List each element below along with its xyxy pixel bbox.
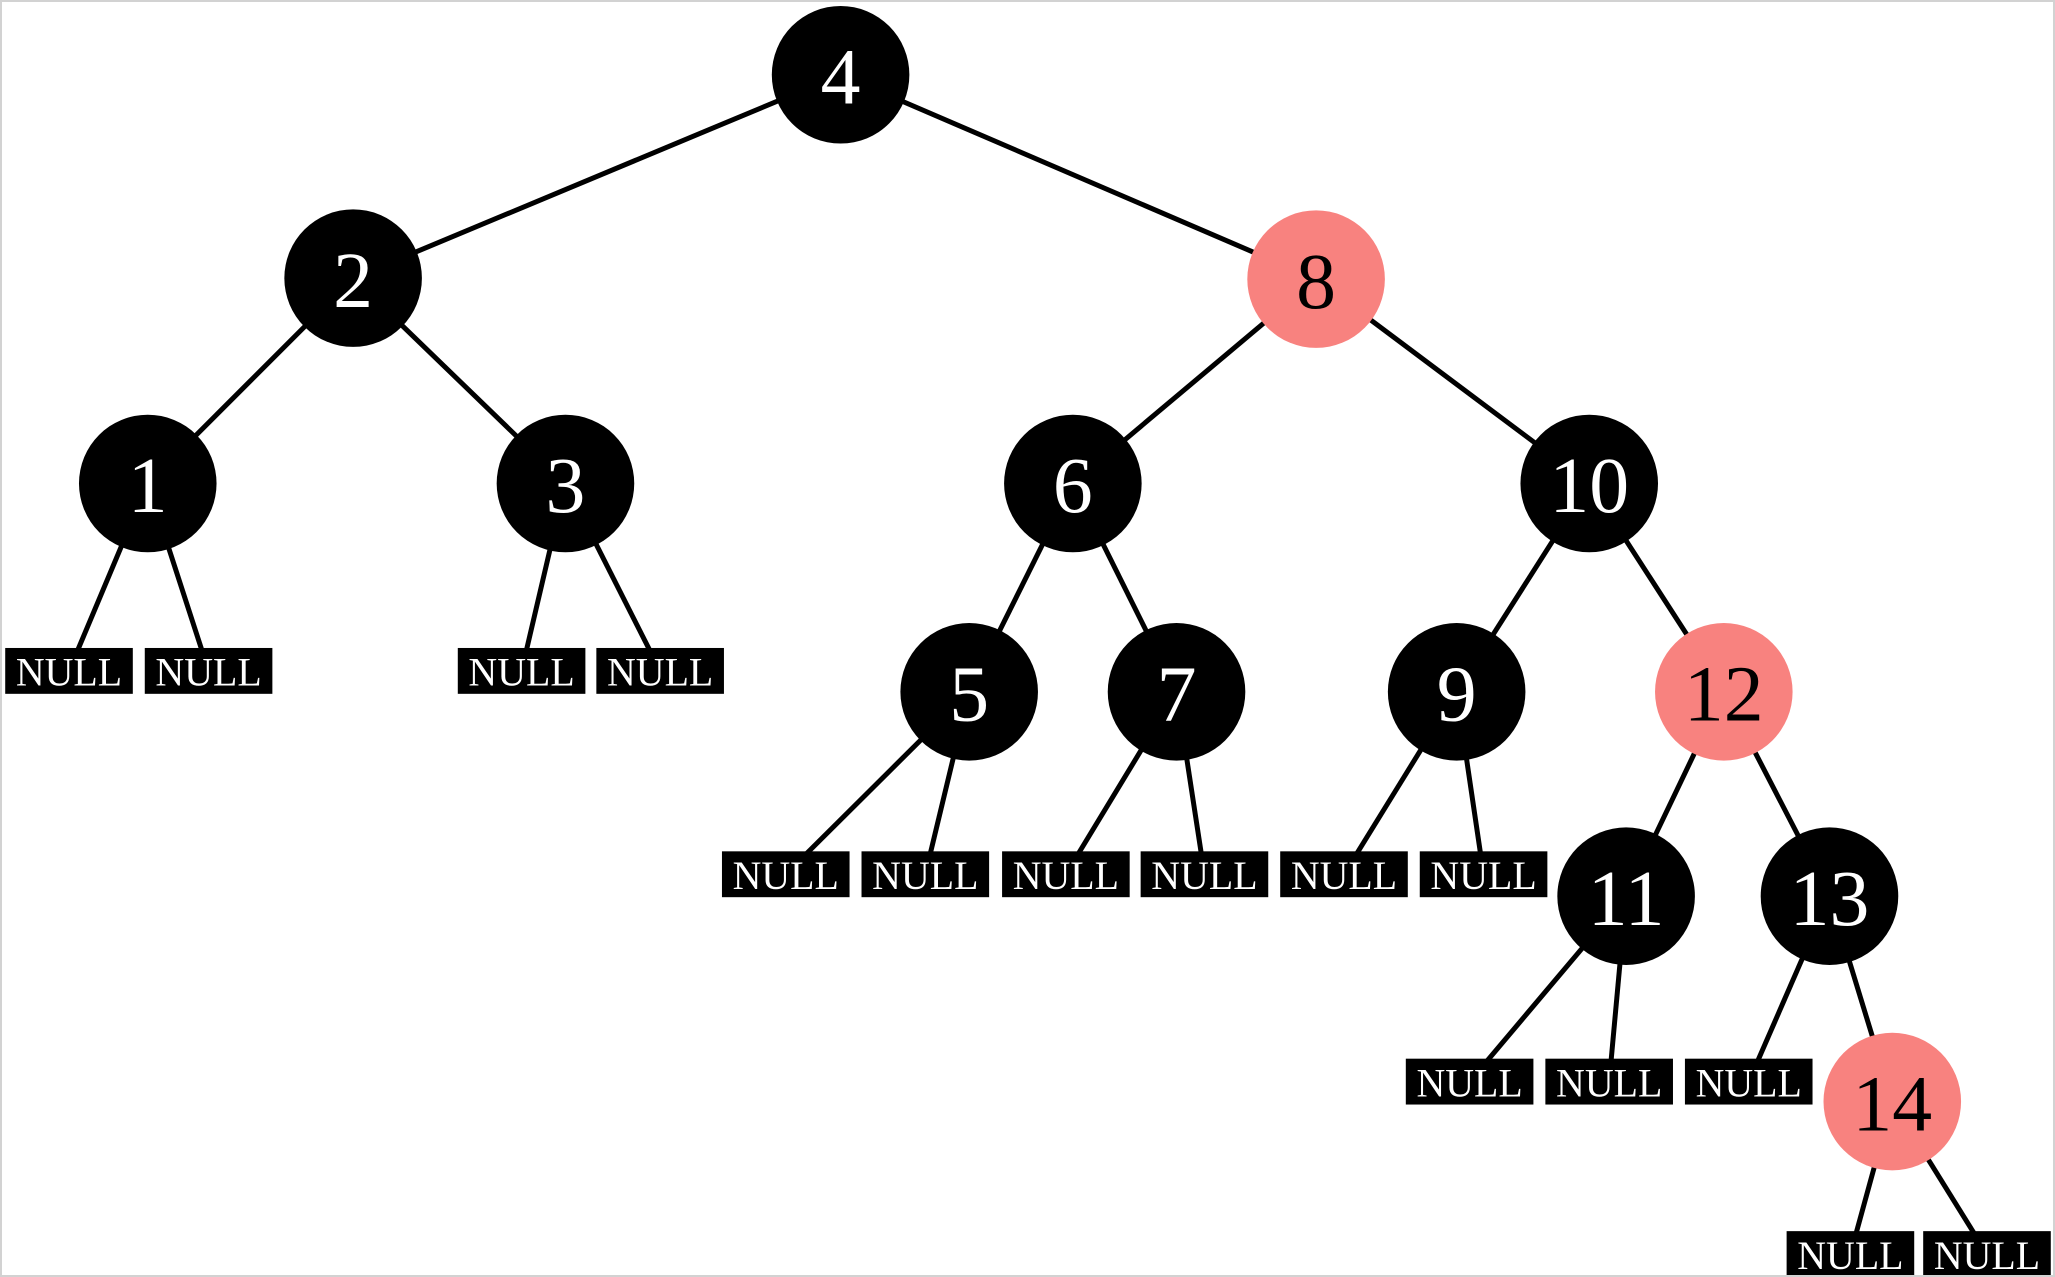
tree-node-1: 1 xyxy=(78,414,217,553)
node-label-2: 2 xyxy=(333,237,373,325)
null-leaf-label-nC3: NULL xyxy=(1696,1060,1802,1105)
tree-node-12: 12 xyxy=(1655,623,1793,761)
red-node-circle-12 xyxy=(1655,623,1793,761)
black-node-circle-7 xyxy=(1107,623,1246,761)
null-leaf-box-nB6 xyxy=(1419,851,1548,898)
black-node-circle-10 xyxy=(1520,414,1659,553)
null-leaf-label-nC2: NULL xyxy=(1556,1060,1662,1105)
null-leaf-box-nB5 xyxy=(1280,851,1408,898)
null-leaf-nD1: NULL xyxy=(1786,1231,1915,1275)
black-node-circle-6 xyxy=(1004,414,1142,553)
null-leaf-label-nB4: NULL xyxy=(1151,853,1257,898)
null-leaf-nC3: NULL xyxy=(1684,1058,1813,1105)
null-leaf-label-nA1: NULL xyxy=(16,650,122,695)
node-label-12: 12 xyxy=(1684,651,1764,739)
null-leaf-label-nB3: NULL xyxy=(1013,853,1119,898)
null-leaf-box-nC2 xyxy=(1545,1058,1673,1105)
null-leaf-label-nD2: NULL xyxy=(1934,1233,2040,1275)
tree-node-14: 14 xyxy=(1823,1032,1962,1171)
null-leaf-label-nB2: NULL xyxy=(872,853,978,898)
null-leaf-label-nA2: NULL xyxy=(155,650,261,695)
null-leaf-nB5: NULL xyxy=(1280,851,1408,898)
black-node-circle-13 xyxy=(1760,827,1899,965)
null-leaves-layer: NULL NULL NULL NULL NULL NULL NULL NULL NULL NULL… xyxy=(5,647,2051,1275)
null-leaf-box-nC1 xyxy=(1405,1058,1534,1105)
black-node-circle-4 xyxy=(771,5,910,144)
tree-edge-4-8 xyxy=(839,72,1318,282)
null-leaf-nB2: NULL xyxy=(861,851,990,898)
null-leaf-nA3: NULL xyxy=(457,647,586,695)
null-leaf-nB3: NULL xyxy=(1002,851,1130,898)
node-label-3: 3 xyxy=(546,442,586,530)
null-leaf-box-nA1 xyxy=(5,647,133,694)
null-leaf-box-nD2 xyxy=(1923,1231,2051,1275)
null-leaf-nA4: NULL xyxy=(596,647,724,695)
null-leaf-box-nB1 xyxy=(721,851,850,898)
tree-node-7: 7 xyxy=(1107,623,1246,761)
black-node-circle-11 xyxy=(1557,827,1695,965)
null-leaf-box-nB2 xyxy=(861,851,990,898)
tree-node-9: 9 xyxy=(1387,623,1526,761)
tree-node-2: 2 xyxy=(284,209,422,347)
tree-node-10: 10 xyxy=(1520,414,1659,553)
node-label-4: 4 xyxy=(821,33,861,121)
null-leaf-nD2: NULL xyxy=(1923,1231,2051,1275)
tree-node-8: 8 xyxy=(1247,210,1385,348)
black-node-circle-9 xyxy=(1387,623,1526,761)
null-leaf-nB6: NULL xyxy=(1419,851,1548,898)
null-leaf-label-nC1: NULL xyxy=(1416,1060,1522,1105)
node-label-9: 9 xyxy=(1437,651,1477,739)
null-leaf-box-nA3 xyxy=(457,647,586,694)
tree-node-11: 11 xyxy=(1557,827,1695,965)
null-leaf-label-nB5: NULL xyxy=(1291,853,1397,898)
node-label-14: 14 xyxy=(1852,1060,1932,1148)
null-leaf-nC2: NULL xyxy=(1545,1058,1673,1105)
node-label-8: 8 xyxy=(1296,238,1336,326)
black-node-circle-5 xyxy=(900,623,1038,761)
node-label-7: 7 xyxy=(1157,651,1197,739)
tree-node-5: 5 xyxy=(900,623,1038,761)
null-leaf-label-nA4: NULL xyxy=(607,650,713,695)
null-leaf-label-nD1: NULL xyxy=(1797,1233,1903,1275)
node-label-13: 13 xyxy=(1790,855,1870,943)
null-leaf-nA2: NULL xyxy=(144,647,273,695)
red-node-circle-14 xyxy=(1823,1032,1962,1171)
tree-node-4: 4 xyxy=(771,5,910,144)
tree-edge-4-2 xyxy=(352,72,842,281)
null-leaf-label-nB1: NULL xyxy=(733,853,839,898)
black-node-circle-1 xyxy=(78,414,217,553)
null-leaf-label-nA3: NULL xyxy=(468,650,574,695)
null-leaf-box-nD1 xyxy=(1786,1231,1915,1275)
black-node-circle-2 xyxy=(284,209,422,347)
tree-node-3: 3 xyxy=(496,414,635,553)
null-leaf-nA1: NULL xyxy=(5,647,133,695)
node-label-11: 11 xyxy=(1588,855,1665,943)
node-label-5: 5 xyxy=(949,651,989,739)
tree-node-6: 6 xyxy=(1004,414,1142,553)
null-leaf-nC1: NULL xyxy=(1405,1058,1534,1105)
null-leaf-label-nB6: NULL xyxy=(1430,853,1536,898)
node-label-6: 6 xyxy=(1053,442,1093,530)
black-node-circle-3 xyxy=(496,414,635,553)
null-leaf-box-nC3 xyxy=(1684,1058,1813,1105)
null-leaf-box-nA4 xyxy=(596,647,724,694)
null-leaf-box-nA2 xyxy=(144,647,273,694)
red-node-circle-8 xyxy=(1247,210,1385,348)
null-leaf-nB4: NULL xyxy=(1140,851,1269,898)
node-label-1: 1 xyxy=(128,442,168,530)
null-leaf-nB1: NULL xyxy=(721,851,850,898)
node-label-10: 10 xyxy=(1549,442,1629,530)
null-leaf-box-nB4 xyxy=(1140,851,1269,898)
tree-node-13: 13 xyxy=(1760,827,1899,965)
null-leaf-box-nB3 xyxy=(1002,851,1130,898)
